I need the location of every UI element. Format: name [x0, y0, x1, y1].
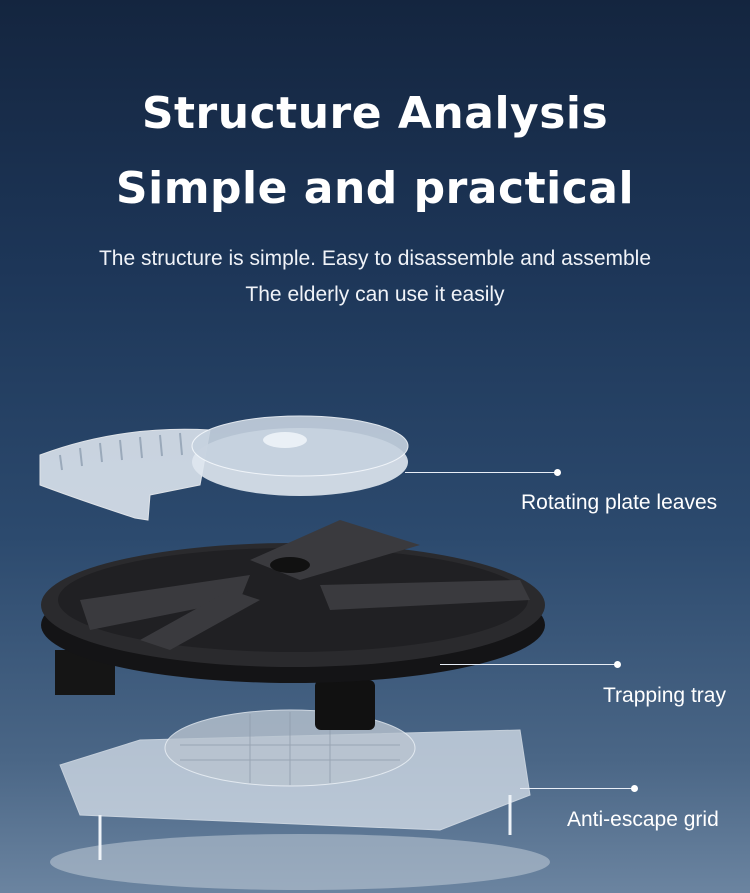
- heading-line-1: Structure Analysis: [141, 88, 609, 139]
- rotating-plate-leader-line: [405, 472, 557, 473]
- trapping-tray-leader-dot: [614, 661, 621, 668]
- anti-escape-grid-label: Anti-escape grid: [567, 808, 719, 831]
- trapping-tray-part: [41, 520, 545, 730]
- subtitle-line-2: The elderly can use it easily: [245, 283, 505, 306]
- rotating-plate-leader-dot: [554, 469, 561, 476]
- rotating-plate-part: [39, 415, 409, 521]
- subtitle-line-1: The structure is simple. Easy to disasse…: [98, 247, 652, 270]
- anti-escape-grid-part: [50, 709, 550, 890]
- anti-escape-grid-leader-dot: [631, 785, 638, 792]
- anti-escape-grid-leader-line: [520, 788, 636, 789]
- trapping-tray-leader-line: [440, 664, 618, 665]
- heading-line-2: Simple and practical: [115, 163, 635, 214]
- trapping-tray-label: Trapping tray: [603, 684, 726, 707]
- rotating-plate-label: Rotating plate leaves: [521, 491, 718, 514]
